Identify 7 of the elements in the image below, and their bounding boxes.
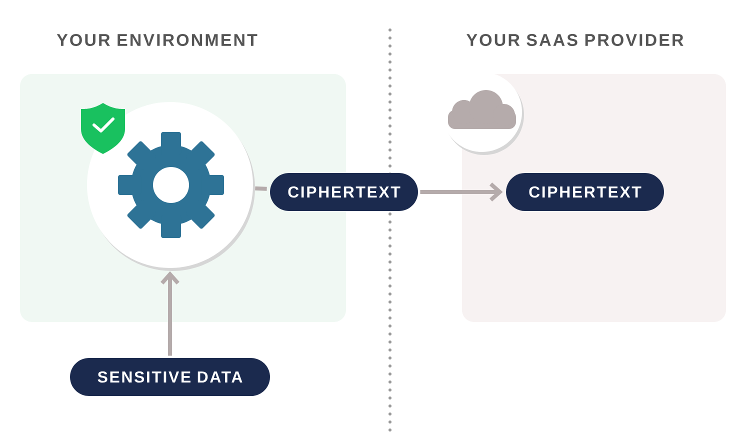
arrow <box>160 271 180 356</box>
arrow <box>420 182 503 202</box>
panel-heading: YOUR SAAS PROVIDER <box>466 34 684 46</box>
data-pill: CIPHERTEXT <box>270 173 418 211</box>
panel-heading: YOUR ENVIRONMENT <box>56 34 258 46</box>
data-pill: SENSITIVE DATA <box>70 358 270 396</box>
data-pill: CIPHERTEXT <box>506 173 664 211</box>
